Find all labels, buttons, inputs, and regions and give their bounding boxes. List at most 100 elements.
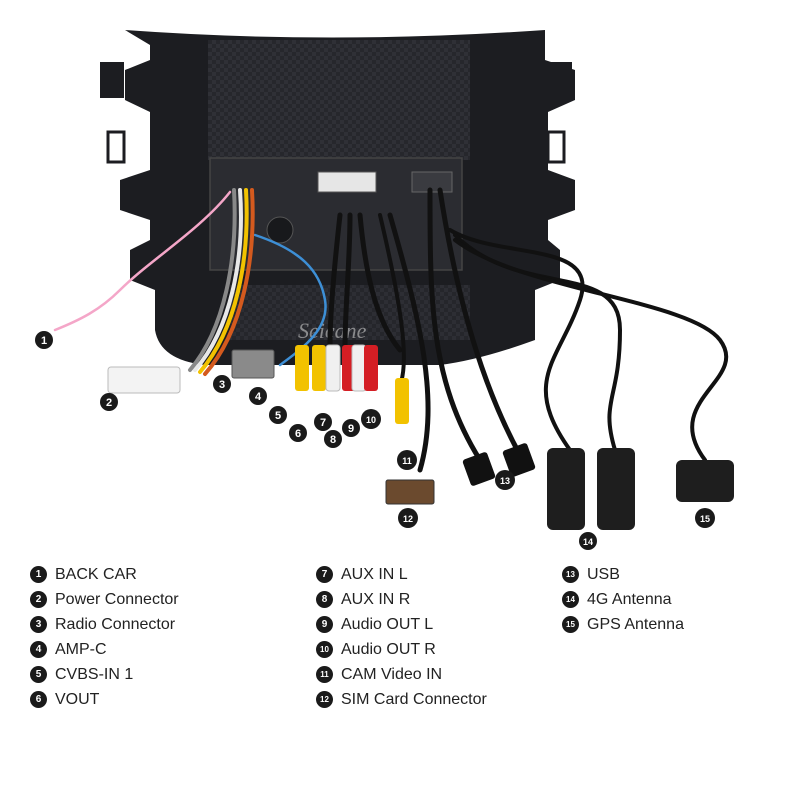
legend-column-3: 13 USB 14 4G Antenna 15 GPS Antenna [562, 562, 684, 637]
legend-item: 1 BACK CAR [30, 562, 179, 587]
rca-aux-in-l [325, 344, 341, 392]
legend: 1 BACK CAR 2 Power Connector 3 Radio Connec… [30, 562, 790, 722]
legend-number-badge: 9 [316, 616, 333, 633]
radio-connector [231, 349, 275, 379]
callout-14: 14 [579, 532, 597, 550]
callout-10: 10 [361, 409, 381, 429]
legend-label: BACK CAR [55, 565, 137, 583]
legend-number-badge: 3 [30, 616, 47, 633]
callout-12: 12 [398, 508, 418, 528]
legend-label: VOUT [55, 690, 100, 708]
legend-label: CAM Video IN [341, 665, 443, 683]
legend-item: 13 USB [562, 562, 684, 587]
callout-2: 2 [100, 393, 118, 411]
svg-text:11: 11 [402, 456, 412, 466]
callout-5: 5 [269, 406, 287, 424]
wire-back-car [53, 190, 232, 332]
cable-cam-video [378, 213, 406, 387]
legend-label: AMP-C [55, 640, 107, 658]
legend-label: 4G Antenna [587, 590, 672, 608]
legend-label: Audio OUT R [341, 640, 436, 658]
callout-3: 3 [213, 375, 231, 393]
legend-number-badge: 4 [30, 641, 47, 658]
callout-13: 13 [495, 470, 515, 490]
legend-item: 3 Radio Connector [30, 612, 179, 637]
rca-cam-video-in [395, 378, 409, 424]
svg-text:1: 1 [41, 335, 47, 347]
legend-label: Radio Connector [55, 615, 176, 633]
legend-item: 6 VOUT [30, 687, 179, 712]
callout-4: 4 [249, 387, 267, 405]
legend-number-badge: 1 [30, 566, 47, 583]
legend-column-1: 1 BACK CAR 2 Power Connector 3 Radio Connec… [30, 562, 179, 712]
legend-item: 2 Power Connector [30, 587, 179, 612]
svg-text:7: 7 [320, 417, 326, 429]
head-unit: Seicane [100, 30, 575, 365]
legend-label: Power Connector [55, 590, 179, 608]
legend-label: CVBS-IN 1 [55, 665, 134, 683]
sim-connector [385, 479, 435, 505]
callout-15: 15 [695, 508, 715, 528]
svg-text:5: 5 [275, 410, 281, 422]
legend-item: 9 Audio OUT L [316, 612, 487, 637]
legend-number-badge: 10 [316, 641, 333, 658]
rca-audio-out-l [351, 344, 367, 392]
svg-text:4: 4 [255, 391, 262, 403]
cable-gps [453, 238, 729, 462]
legend-label: AUX IN R [341, 590, 411, 608]
legend-label: USB [587, 565, 620, 583]
carbon-panel [208, 40, 470, 160]
svg-text:9: 9 [348, 423, 354, 435]
svg-text:3: 3 [219, 379, 225, 391]
legend-column-2: 7 AUX IN L 8 AUX IN R 9 Audio OUT L 10 Audio… [316, 562, 487, 712]
svg-text:2: 2 [106, 397, 112, 409]
callout-11: 11 [397, 450, 417, 470]
cable-sim [387, 212, 431, 473]
legend-item: 11 CAM Video IN [316, 662, 487, 687]
svg-text:13: 13 [500, 476, 510, 486]
legend-item: 10 Audio OUT R [316, 637, 487, 662]
harness-port [317, 171, 377, 193]
legend-label: Audio OUT L [341, 615, 434, 633]
callout-8: 8 [324, 430, 342, 448]
cable-usb-1 [427, 187, 483, 463]
legend-number-badge: 5 [30, 666, 47, 683]
callout-9: 9 [342, 419, 360, 437]
mount-bracket-top-right [548, 62, 572, 98]
cable-usb-2 [437, 187, 523, 458]
rca-cvbs-in [295, 345, 309, 391]
wiring-diagram: Seicane 1 [35, 30, 734, 550]
svg-text:10: 10 [366, 415, 376, 425]
legend-item: 4 AMP-C [30, 637, 179, 662]
svg-text:14: 14 [583, 537, 593, 547]
callout-6: 6 [289, 424, 307, 442]
svg-text:8: 8 [330, 434, 336, 446]
callout-1: 1 [35, 331, 53, 349]
rca-vout [312, 345, 326, 391]
rca-audio-out-r [364, 345, 378, 391]
legend-number-badge: 15 [562, 616, 579, 633]
legend-number-badge: 7 [316, 566, 333, 583]
svg-text:15: 15 [700, 514, 710, 524]
antenna-4g-right [597, 448, 635, 530]
callout-7: 7 [314, 413, 332, 431]
svg-text:12: 12 [403, 514, 413, 524]
wires [53, 187, 729, 473]
cable-4g-1 [448, 228, 585, 452]
legend-label: GPS Antenna [587, 615, 684, 633]
legend-number-badge: 14 [562, 591, 579, 608]
legend-label: AUX IN L [341, 565, 408, 583]
legend-number-badge: 12 [316, 691, 333, 708]
legend-item: 8 AUX IN R [316, 587, 487, 612]
legend-item: 7 AUX IN L [316, 562, 487, 587]
legend-number-badge: 2 [30, 591, 47, 608]
callouts: 1 2 3 4 5 6 7 8 9 10 11 12 13 14 15 [35, 331, 715, 550]
legend-number-badge: 13 [562, 566, 579, 583]
connectors [107, 344, 734, 530]
legend-number-badge: 11 [316, 666, 333, 683]
mount-bracket-top-left [100, 62, 124, 98]
legend-number-badge: 6 [30, 691, 47, 708]
legend-number-badge: 8 [316, 591, 333, 608]
legend-item: 5 CVBS-IN 1 [30, 662, 179, 687]
